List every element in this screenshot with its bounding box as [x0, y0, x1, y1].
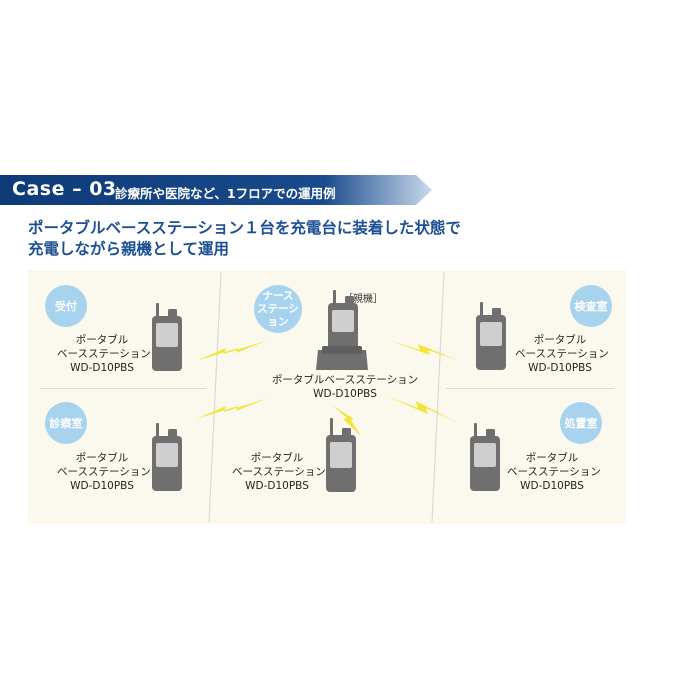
headline-line-2: 充電しながら親機として運用 [28, 240, 230, 258]
handheld-device-icon [326, 418, 356, 492]
node-label-shinsatsushitsu: ポータブル ベースステーション WD-D10PBS [57, 451, 151, 493]
handheld-device-icon [152, 423, 182, 491]
handheld-device-icon [476, 302, 506, 370]
node-model: WD-D10PBS [245, 480, 309, 492]
location-label-kensashitsu: 検査室 [574, 299, 608, 313]
divider-right-horizontal [446, 388, 614, 389]
parent-tag: ［親機］ [343, 294, 383, 305]
node-label-center-parent: ポータブルベースステーション WD-D10PBS [270, 373, 420, 401]
node-label-line-1: ポータブル [75, 334, 129, 346]
node-label-uketsuke: ポータブル ベースステーション WD-D10PBS [57, 333, 151, 375]
location-label-shinsatsushitsu: 診察室 [49, 416, 83, 430]
divider-left-horizontal [40, 388, 206, 389]
location-label-shochishitsu: 処置室 [564, 416, 598, 430]
node-label-line-1: ポータブルベースステーション [271, 374, 419, 386]
node-model: WD-D10PBS [520, 480, 584, 492]
node-model: WD-D10PBS [313, 388, 377, 400]
node-model: WD-D10PBS [528, 362, 592, 374]
node-model: WD-D10PBS [70, 480, 134, 492]
case-label: Case – 03 [12, 178, 117, 200]
node-label-line-1: ポータブル [75, 452, 129, 464]
node-label-line-2: ベースステーション [507, 466, 601, 478]
divider-right-vertical [431, 272, 445, 522]
node-model: WD-D10PBS [70, 362, 134, 374]
location-circle-shinsatsushitsu: 診察室 [45, 402, 87, 444]
node-label-line-2: ベースステーション [515, 348, 609, 360]
node-label-kensashitsu: ポータブル ベースステーション WD-D10PBS [515, 333, 609, 375]
signal-bolt-icon [196, 398, 268, 419]
node-label-center-bottom: ポータブル ベースステーション WD-D10PBS [232, 451, 326, 493]
signal-bolt-icon [333, 406, 361, 436]
case-subtitle: 診療所や医院など、1フロアでの運用例 [115, 186, 336, 201]
location-circle-nurse-station: ナース ステーション [254, 285, 302, 333]
handheld-device-icon [470, 423, 500, 491]
signal-bolt-icon [388, 340, 460, 361]
signal-bolt-icon [196, 340, 268, 361]
signal-bolt-icon [386, 396, 458, 423]
handheld-device-icon [152, 303, 182, 371]
location-label-uketsuke: 受付 [55, 299, 77, 313]
node-label-line-1: ポータブル [525, 452, 579, 464]
divider-left-vertical [208, 272, 222, 522]
charger-base-device-icon [316, 290, 368, 370]
case-banner [0, 175, 432, 205]
location-circle-uketsuke: 受付 [45, 285, 87, 327]
location-circle-shochishitsu: 処置室 [560, 402, 602, 444]
node-label-line-1: ポータブル [250, 452, 304, 464]
location-circle-kensashitsu: 検査室 [570, 285, 612, 327]
location-label-nurse-station: ナース ステーション [257, 289, 299, 328]
node-label-line-2: ベースステーション [232, 466, 326, 478]
headline: ポータブルベースステーション１台を充電台に装着した状態で 充電しながら親機として… [28, 218, 461, 260]
headline-line-1: ポータブルベースステーション１台を充電台に装着した状態で [28, 219, 461, 237]
node-label-line-1: ポータブル [533, 334, 587, 346]
node-label-line-2: ベースステーション [57, 466, 151, 478]
node-label-shochishitsu: ポータブル ベースステーション WD-D10PBS [507, 451, 601, 493]
node-label-line-2: ベースステーション [57, 348, 151, 360]
